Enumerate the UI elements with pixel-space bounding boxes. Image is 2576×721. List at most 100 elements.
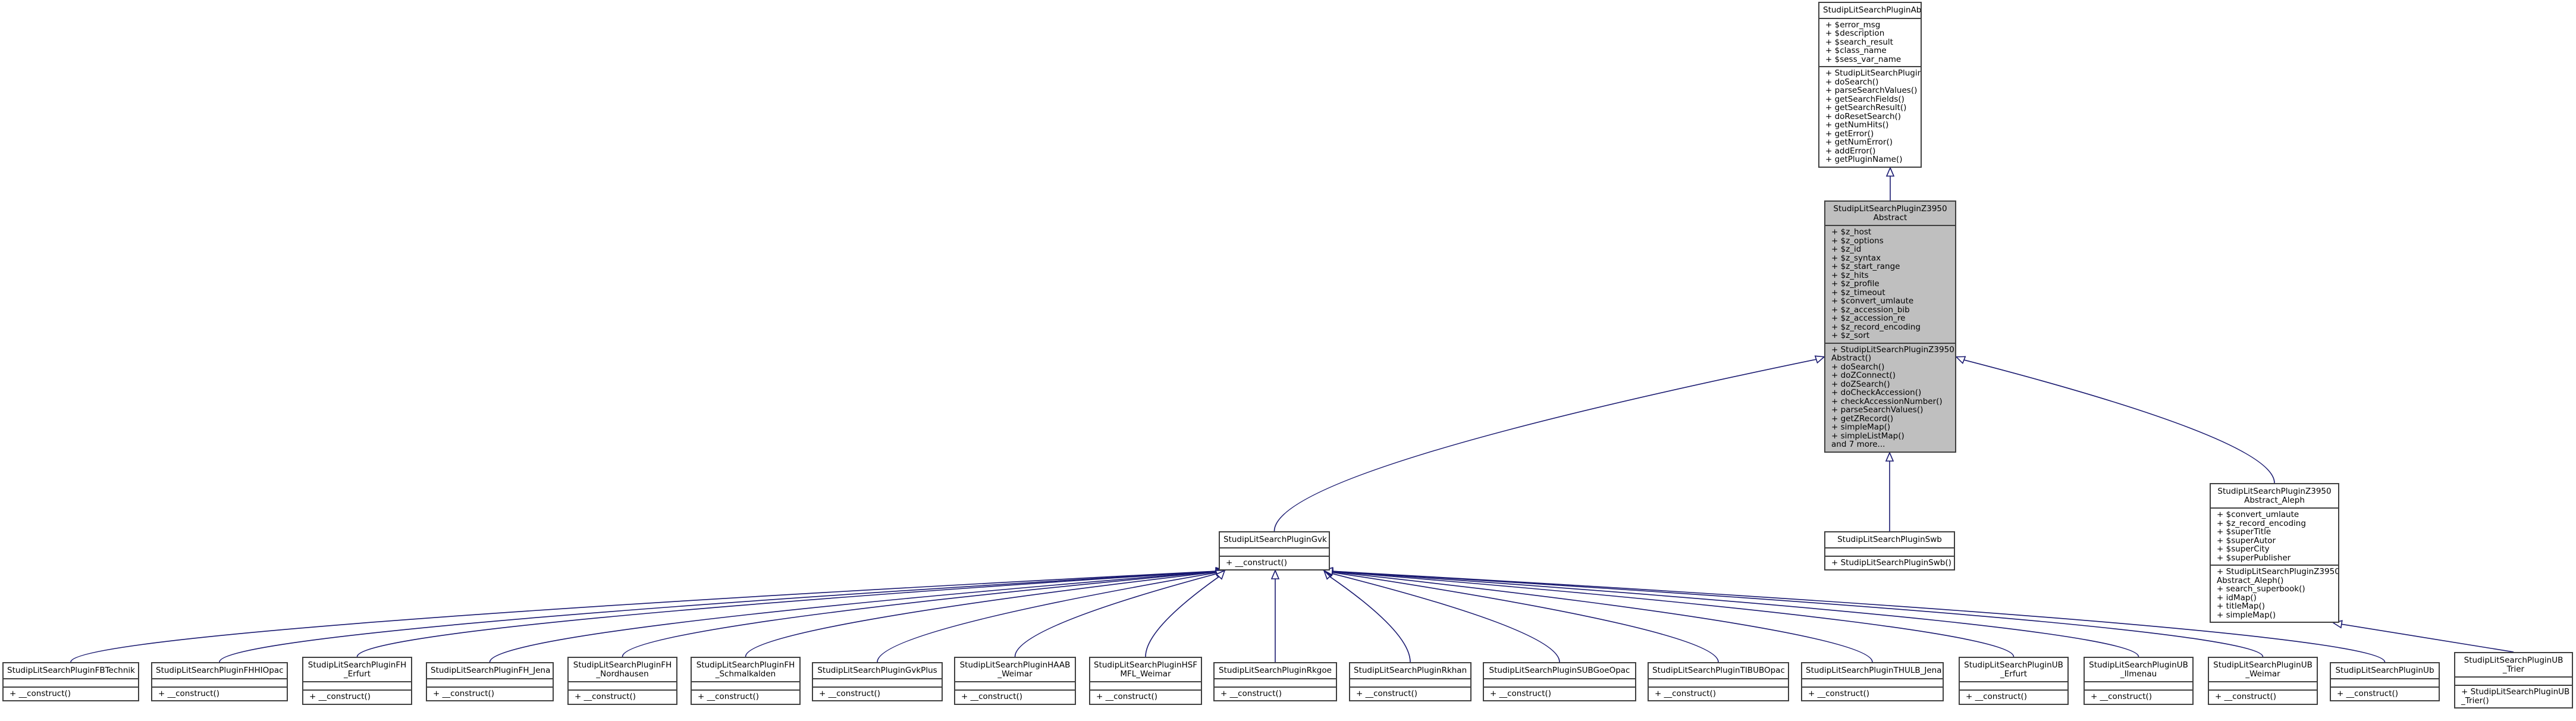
class-box-fherfurt[interactable]: StudipLitSearchPluginFH_Erfurt+ __constr… xyxy=(302,657,412,705)
method-section: + __construct() xyxy=(1484,686,1635,701)
attribute-section: + $convert_umlaute+ $z_record_encoding+ … xyxy=(2211,507,2338,565)
inheritance-edge xyxy=(219,570,1217,663)
attribute-item: + $superPublisher xyxy=(2217,553,2291,563)
inheritance-edge xyxy=(1332,570,2015,657)
class-box-uberfurt[interactable]: StudipLitSearchPluginUB_Erfurt+ __constr… xyxy=(1959,657,2069,705)
attribute-item: + $search_result xyxy=(1825,37,1893,47)
method-section: + StudipLitSearchPluginUB_Trier() xyxy=(2455,685,2572,707)
class-name-line: _Ilmenau xyxy=(2120,669,2157,679)
method-section: + __construct() xyxy=(4,686,138,701)
attribute-item: + $sess_var_name xyxy=(1825,54,1902,64)
method-item: Abstract_Aleph() xyxy=(2217,575,2284,585)
class-name: StudipLitSearchPluginFBTechnik xyxy=(4,663,138,678)
class-box-tibub[interactable]: StudipLitSearchPluginTIBUBOpac+ __constr… xyxy=(1648,662,1789,701)
class-name: StudipLitSearchPluginTIBUBOpac xyxy=(1649,663,1788,678)
attribute-section xyxy=(4,678,138,686)
class-box-ub[interactable]: StudipLitSearchPluginUb+ __construct() xyxy=(2330,662,2440,701)
class-box-haab[interactable]: StudipLitSearchPluginHAAB_Weimar+ __cons… xyxy=(954,657,1076,705)
method-section: + __construct() xyxy=(152,686,287,701)
method-section: + __construct() xyxy=(2209,689,2317,704)
inheritance-arrowhead xyxy=(1955,356,1966,365)
class-name-line: StudipLitSearchPluginFHHIOpac xyxy=(156,666,284,675)
class-box-rkgoe[interactable]: StudipLitSearchPluginRkgoe + __construct(… xyxy=(1213,662,1337,701)
class-box-fbtechnik[interactable]: StudipLitSearchPluginFBTechnik + __constr… xyxy=(2,662,139,701)
method-item: + __construct() xyxy=(433,688,495,698)
attribute-item: + $class_name xyxy=(1825,46,1887,55)
method-item: + idMap() xyxy=(2217,593,2257,603)
attribute-item: + $z_record_encoding xyxy=(1831,322,1921,332)
class-name-line: StudipLitSearchPluginFH xyxy=(573,660,672,670)
class-box-gvk[interactable]: StudipLitSearchPluginGvk+ __construct() xyxy=(1219,531,1330,570)
class-box-gvkplus[interactable]: StudipLitSearchPluginGvkPlus+ __construc… xyxy=(812,662,943,701)
inheritance-edge xyxy=(1329,576,1411,663)
method-item: + StudipLitSearchPluginUB xyxy=(2461,687,2570,697)
class-name: StudipLitSearchPluginTHULB_Jena xyxy=(1802,663,1943,678)
method-section: + __construct() xyxy=(2085,689,2192,704)
method-item: + doResetSearch() xyxy=(1825,111,1902,121)
class-box-thulb[interactable]: StudipLitSearchPluginTHULB_Jena + __const… xyxy=(1801,662,1944,701)
method-item: + __construct() xyxy=(158,688,220,698)
class-box-swb[interactable]: StudipLitSearchPluginSwb + StudipLitSearc… xyxy=(1824,531,1955,570)
method-section: + __construct() xyxy=(955,689,1075,704)
class-box-fhhiopac[interactable]: StudipLitSearchPluginFHHIOpac + __constru… xyxy=(151,662,288,701)
class-box-rkhan[interactable]: StudipLitSearchPluginRkhan+ __construct(… xyxy=(1349,662,1471,701)
class-name-line: _Schmalkalden xyxy=(715,669,776,679)
method-section: + StudipLitSearchPluginSwb() xyxy=(1825,555,1954,570)
class-box-fhschmalkalden[interactable]: StudipLitSearchPluginFH_Schmalkalden+ __… xyxy=(691,657,801,705)
class-name-line: StudipLitSearchPluginUB xyxy=(1964,660,2063,670)
class-name: StudipLitSearchPluginRkgoe xyxy=(1215,663,1336,678)
attribute-item: + $z_syntax xyxy=(1831,253,1881,263)
class-name: StudipLitSearchPluginUB_Erfurt xyxy=(1960,658,2067,681)
attribute-item: + $convert_umlaute xyxy=(2217,510,2299,519)
attribute-section xyxy=(1350,678,1470,686)
class-name-line: StudipLitSearchPluginZ3950 xyxy=(1833,204,1947,214)
class-box-ubweimar[interactable]: StudipLitSearchPluginUB_Weimar + __constr… xyxy=(2208,657,2318,705)
attribute-section xyxy=(692,681,799,689)
method-item: + getPluginName() xyxy=(1825,155,1903,164)
attribute-item: + $superCity xyxy=(2217,544,2270,554)
attribute-section xyxy=(2455,676,2572,685)
method-item: + __construct() xyxy=(2215,692,2277,701)
method-item: + getSearchResult() xyxy=(1825,103,1907,112)
method-item: + getNumHits() xyxy=(1825,120,1889,130)
method-item: + search_superbook() xyxy=(2217,584,2305,594)
method-item: + simpleMap() xyxy=(1831,422,1891,432)
attribute-section xyxy=(1802,678,1943,686)
class-name-line: _Nordhausen xyxy=(596,669,649,679)
class-box-subgoe[interactable]: StudipLitSearchPluginSUBGoeOpac+ __const… xyxy=(1483,662,1636,701)
method-item: + doZConnect() xyxy=(1831,371,1896,380)
method-section: + __construct() xyxy=(1802,686,1943,701)
attribute-item: + $z_profile xyxy=(1831,279,1880,289)
class-box-fhjena[interactable]: StudipLitSearchPluginFH_Jena + __construc… xyxy=(426,662,554,701)
method-section: + __construct() xyxy=(1090,689,1201,704)
class-name-line: StudipLitSearchPluginTIBUBOpac xyxy=(1652,666,1785,675)
class-name-line: _Weimar xyxy=(997,669,1033,679)
method-item: + __construct() xyxy=(1220,688,1282,698)
method-section: + __construct() xyxy=(1350,686,1470,701)
method-item: + doCheckAccession() xyxy=(1831,388,1922,397)
inheritance-arrowhead xyxy=(1885,451,1894,462)
method-item: + simpleMap() xyxy=(2217,610,2276,620)
class-name: StudipLitSearchPluginUB_Trier xyxy=(2455,653,2572,676)
class-name-line: StudipLitSearchPluginSwb xyxy=(1837,535,1942,544)
method-item: + __construct() xyxy=(819,688,881,698)
class-box-abstract[interactable]: StudipLitSearchPluginAbstract+ $error_ms… xyxy=(1818,2,1922,168)
class-name-line: StudipLitSearchPluginFH xyxy=(308,660,407,670)
class-box-ubilmenau[interactable]: StudipLitSearchPluginUB_Ilmenau+ __const… xyxy=(2084,657,2194,705)
class-name-line: StudipLitSearchPluginFH_Jena xyxy=(431,666,551,675)
inheritance-edge xyxy=(1145,576,1220,657)
class-name-line: _Weimar xyxy=(2245,669,2280,679)
method-item: Abstract() xyxy=(1831,353,1872,363)
class-box-fhnordhausen[interactable]: StudipLitSearchPluginFH_Nordhausen+ __co… xyxy=(567,657,677,705)
attribute-item: + $z_sort xyxy=(1831,331,1870,340)
method-item: + __construct() xyxy=(2091,692,2153,701)
class-name-line: StudipLitSearchPluginFBTechnik xyxy=(7,666,135,675)
inheritance-edge xyxy=(1963,359,2275,484)
class-box-ubtrier[interactable]: StudipLitSearchPluginUB_Trier + StudipLit… xyxy=(2454,652,2573,709)
class-name-line: StudipLitSearchPluginUB xyxy=(2213,660,2313,670)
